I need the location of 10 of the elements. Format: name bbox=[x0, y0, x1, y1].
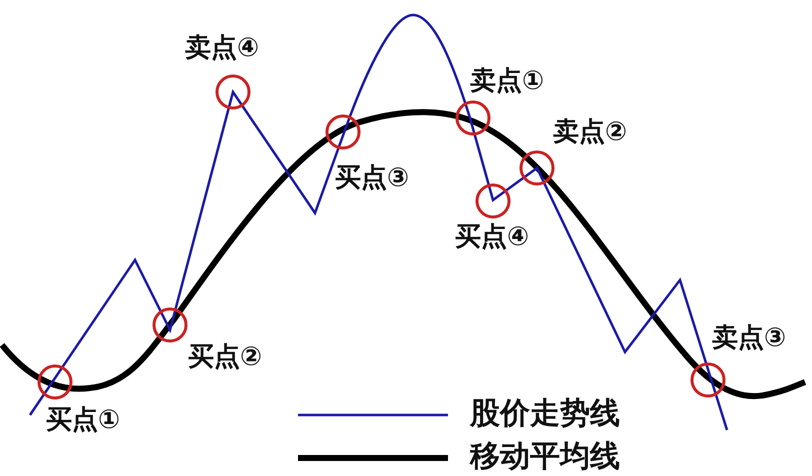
point-label: 卖点① bbox=[470, 66, 544, 96]
point-label: 买点③ bbox=[335, 163, 410, 193]
point-label: 卖点④ bbox=[185, 33, 260, 63]
point-label: 买点② bbox=[188, 342, 262, 372]
point-label: 卖点③ bbox=[712, 323, 786, 353]
point-label: 买点④ bbox=[455, 222, 530, 252]
legend-label: 移动平均线 bbox=[470, 440, 620, 474]
point-label: 买点① bbox=[46, 405, 120, 435]
point-label: 卖点② bbox=[553, 117, 628, 147]
legend-label: 股价走势线 bbox=[470, 397, 620, 431]
